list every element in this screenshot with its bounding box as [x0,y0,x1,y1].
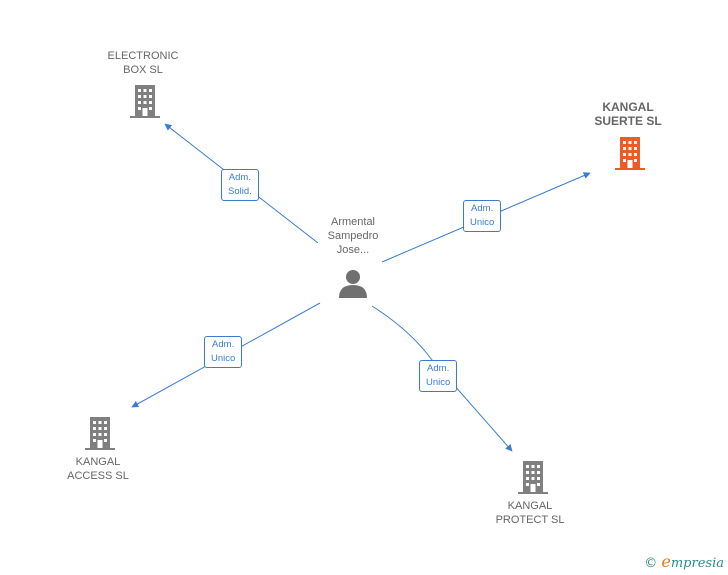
building-icon-kangal-suerte [615,137,645,170]
company-name-line-2: PROTECT SL [495,514,565,526]
edge-role-line-1: Adm. [212,339,235,350]
brand-logo-text: mpresia [670,556,724,571]
edge-label-electronic-box: Adm. Solid. [221,169,259,201]
building-icon-electronic-box [130,85,160,118]
copyright-symbol: © [644,556,658,571]
building-icon-kangal-protect [518,461,548,494]
company-name-line-2: ACCESS SL [67,470,129,482]
edge-role-line-2: Unico [211,353,236,364]
company-name-line-2: BOX SL [123,64,163,76]
company-label-kangal-protect[interactable]: KANGAL PROTECT SL [482,499,578,527]
edge-kangal-protect [371,305,513,452]
edge-role-line-1: Adm. [471,203,494,214]
edge-label-kangal-protect: Adm. Unico [419,360,458,392]
edge-role-line-2: Unico [470,217,495,228]
brand-footer: © empresia [644,552,724,571]
company-label-electronic-box[interactable]: ELECTRONIC BOX SL [95,49,191,77]
brand-logo-initial: e [661,552,671,571]
company-label-kangal-access[interactable]: KANGAL ACCESS SL [50,455,146,483]
edge-role-line-2: Unico [426,377,451,388]
company-name-line-2: SUERTE SL [594,114,662,128]
company-name-line-1: KANGAL [602,100,654,114]
person-name-line-2: Sampedro [327,230,379,242]
person-name-line-1: Armental [330,216,376,228]
person-name-label[interactable]: Armental Sampedro Jose... [313,215,393,257]
company-label-kangal-suerte[interactable]: KANGAL SUERTE SL [580,100,676,128]
edge-role-line-1: Adm. [228,172,251,183]
building-icon-kangal-access [85,417,115,450]
company-name-line-1: KANGAL [75,456,121,468]
edge-role-line-1: Adm. [427,363,450,374]
person-icon [339,270,367,298]
edge-label-kangal-access: Adm. Unico [204,336,243,368]
edge-label-kangal-suerte: Adm. Unico [463,200,502,232]
company-name-line-1: KANGAL [507,500,553,512]
edge-role-line-2: Solid. [228,186,252,197]
company-name-line-1: ELECTRONIC [107,50,179,62]
person-name-line-3: Jose... [336,244,370,256]
